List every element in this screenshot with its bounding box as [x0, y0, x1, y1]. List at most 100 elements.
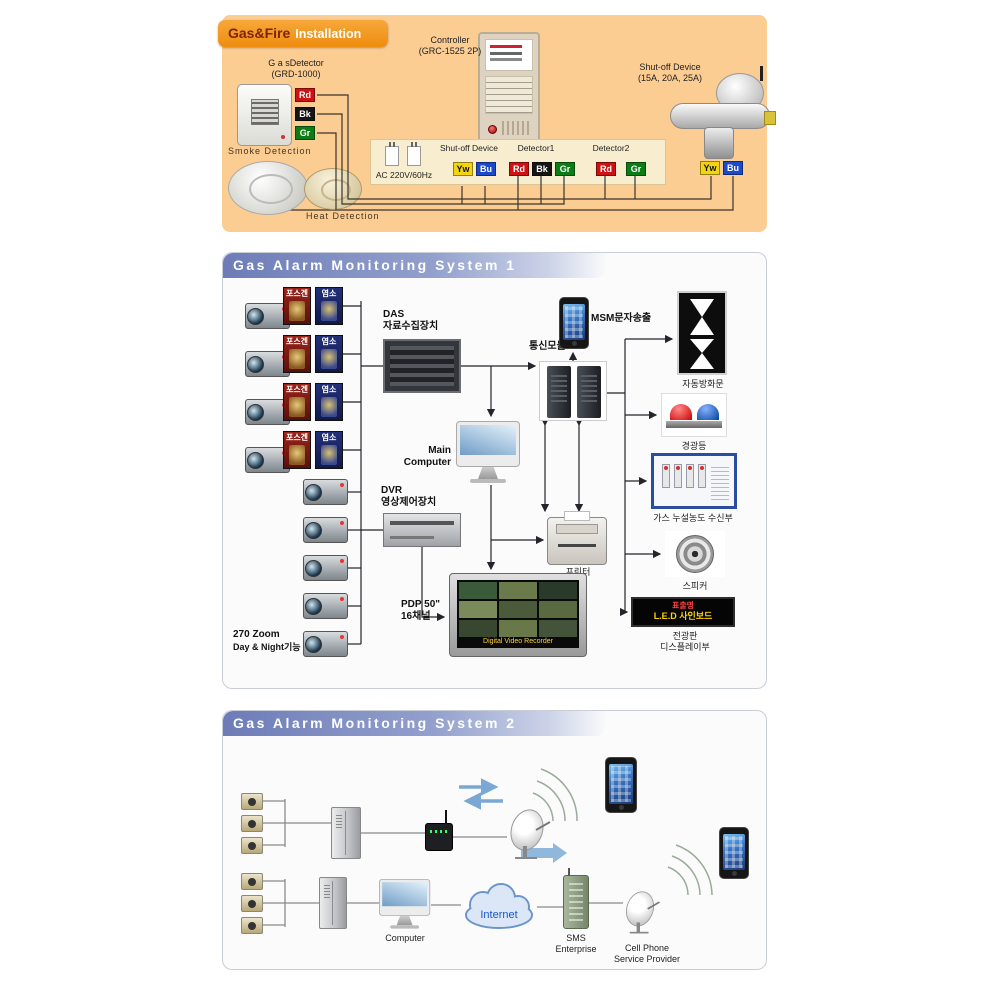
controller-label: Controller (GRC-1525 2P)	[395, 35, 505, 57]
printer-tray	[556, 524, 598, 534]
controller-label-plate	[485, 39, 533, 71]
wire-chip-gr: Gr	[626, 162, 646, 176]
led-sign-line1: 표출명	[671, 601, 695, 610]
device-ornament	[321, 397, 337, 417]
cctv-camera	[245, 399, 290, 425]
printer-paper	[564, 511, 590, 521]
wire-chip-rd: Rd	[596, 162, 616, 176]
wire-chip-bk: Bk	[532, 162, 552, 176]
pdp-screen: Digital Video Recorder	[457, 580, 579, 648]
phone-screen	[723, 834, 745, 870]
gas-sensor-small	[241, 837, 263, 854]
main-computer-label: Main Computer	[389, 445, 451, 469]
wire-chip-bu: Bu	[723, 161, 743, 175]
imac-base	[470, 479, 506, 483]
zoom-label-line2: Day & Night기능	[233, 642, 301, 652]
pdp-display: Digital Video Recorder	[449, 573, 587, 657]
shutoff-valve-device	[670, 66, 776, 159]
connector-lines-system2	[263, 768, 713, 927]
wire-chip-gr: Gr	[295, 126, 315, 140]
camera-lens-icon	[305, 636, 322, 653]
printer-slot	[558, 544, 596, 547]
zoom-camera	[303, 479, 348, 505]
dvr-label: DVR 영상제어장치	[381, 485, 471, 509]
phosgene-alarm-device: 포스겐	[283, 287, 311, 325]
zoom-camera	[303, 517, 348, 543]
controller-red-button-icon	[488, 125, 497, 134]
speaker-cone-icon	[676, 535, 714, 573]
gas-receiver-panel	[651, 453, 737, 509]
smartphone	[605, 757, 637, 813]
gas-detector-label-line1: G a sDetector	[268, 58, 324, 68]
zoom-camera	[303, 631, 348, 657]
system1-title-bar: Gas Alarm Monitoring System 1	[223, 253, 607, 278]
msm-smartphone	[559, 297, 589, 349]
dish-foot	[629, 931, 649, 934]
gas-alarm-monitoring-system2-panel: Computer Internet SMS Enterprise	[222, 710, 767, 970]
cell-label-line1: Cell Phone	[624, 943, 670, 953]
camera-lens-icon	[247, 452, 264, 469]
device-ornament	[289, 445, 305, 465]
terminal-strip: AC 220V/60Hz Shut-off Device Detector1 D…	[370, 139, 666, 185]
printer-label: 프린터	[565, 567, 591, 577]
led-label-line1: 전광판	[672, 631, 698, 641]
system2-title-bar: Gas Alarm Monitoring System 2	[223, 711, 607, 736]
phosgene-alarm-device: 포스겐	[283, 431, 311, 469]
gas-fire-installation-panel: AC 220V/60Hz Shut-off Device Detector1 D…	[218, 15, 776, 232]
imac-screen	[460, 425, 516, 455]
cloud-graphic: Internet	[465, 883, 533, 929]
controller-label-line1: Controller	[430, 35, 470, 45]
gauge	[698, 464, 706, 488]
server-tower	[577, 366, 601, 418]
das-label: DAS 자료수집장치	[383, 309, 473, 333]
cell-provider-label: Cell Phone Service Provider	[603, 943, 691, 965]
camera-lens-icon	[305, 560, 322, 577]
wire-chip-bk: Bk	[295, 107, 315, 121]
phone-home-button	[618, 805, 624, 810]
cell-label-line2: Service Provider	[613, 954, 681, 964]
computer-label: Computer	[385, 933, 425, 943]
gas-sensor-small	[241, 873, 263, 890]
wireless-router	[425, 810, 453, 851]
device-ornament	[289, 349, 305, 369]
cctv-multiview-grid	[459, 582, 577, 637]
chlorine-label: 염소	[321, 385, 337, 394]
gas-detector-device	[237, 84, 292, 146]
camera-lens-icon	[305, 484, 322, 501]
shutoff-device-label: Shut-off Device (15A, 20A, 25A)	[614, 62, 726, 84]
beacon-label: 경광등	[681, 441, 707, 451]
gas-sensor-small	[241, 815, 263, 832]
sms-label-line1: SMS	[566, 933, 586, 943]
monitoring-station-row: 포스겐 염소	[245, 335, 375, 391]
phosgene-label: 포스겐	[285, 385, 309, 394]
heat-detection-label: Heat Detection	[306, 211, 380, 221]
receiver-label: 가스 누설농도 수신부	[653, 513, 733, 523]
monitoring-station-row: 포스겐 염소	[245, 431, 375, 487]
phosgene-label: 포스겐	[285, 433, 309, 442]
chlorine-alarm-device: 염소	[315, 383, 343, 421]
smartphone	[719, 827, 749, 879]
satellite-dish	[505, 805, 553, 859]
controller-label-line2: (GRC-1525 2P)	[418, 46, 482, 56]
valve-yellow-cap	[764, 111, 776, 125]
gas-sensor-small	[241, 917, 263, 934]
chlorine-alarm-device: 염소	[315, 431, 343, 469]
controller-vents	[502, 121, 532, 135]
sms-enterprise-label: SMS Enterprise	[547, 933, 605, 955]
gauge	[674, 464, 682, 488]
red-beacon-icon	[670, 404, 692, 420]
terminal-detector1-label: Detector1	[517, 143, 555, 153]
imac-stand	[478, 467, 498, 479]
computer-imac	[379, 879, 432, 930]
led-signboard-device: 표출명 L.E.D 사인보드	[631, 597, 735, 627]
chlorine-label: 염소	[321, 289, 337, 298]
monitoring-station-row: 포스겐 염소	[245, 287, 375, 343]
phone-home-button	[571, 341, 577, 346]
das-rack-server	[383, 339, 461, 393]
led-sign-line2: L.E.D 사인보드	[653, 611, 713, 621]
das-label-line1: DAS	[383, 309, 405, 320]
comm-module-label: 통신모듈	[529, 341, 566, 352]
dvr-unit	[383, 513, 461, 547]
smoke-detector-device	[228, 161, 308, 215]
